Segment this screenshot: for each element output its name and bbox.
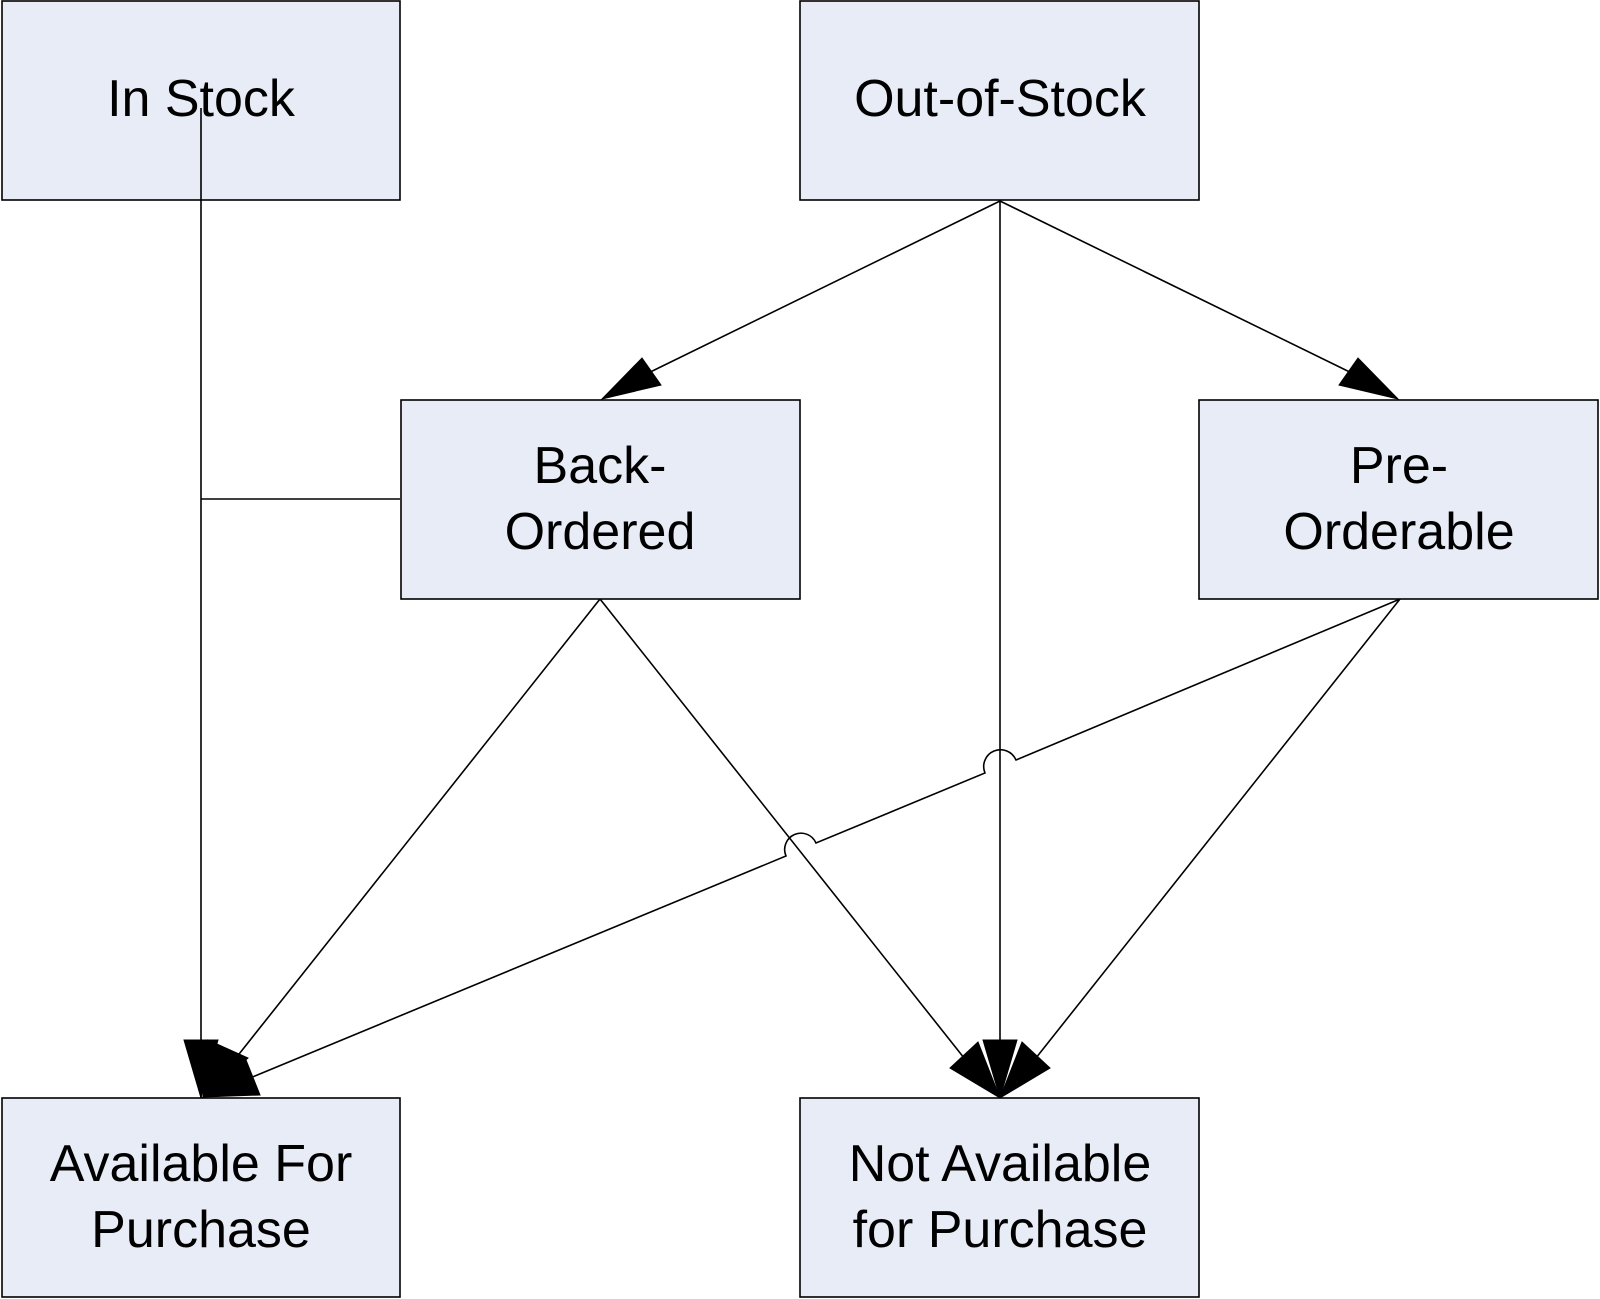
node-not-available-label-line2: for Purchase xyxy=(853,1201,1148,1259)
edge-back-ordered-to-not-available xyxy=(599,598,973,1069)
edge-pre-orderable-to-not-available xyxy=(1027,598,1401,1069)
node-out-of-stock: Out-of-Stock xyxy=(799,0,1200,201)
node-not-available-label-line1: Not Available xyxy=(849,1135,1152,1193)
node-available-label-line2: Purchase xyxy=(91,1201,311,1259)
arrowhead-back-ordered xyxy=(600,357,662,400)
arrowheads-not-available xyxy=(949,1039,1051,1100)
arrowhead-not-available-from-out-of-stock xyxy=(982,1039,1018,1100)
node-available-for-purchase: Available For Purchase xyxy=(1,1097,401,1298)
edge-back-ordered-to-available xyxy=(227,598,601,1069)
node-available-label-line1: Available For xyxy=(50,1135,353,1193)
node-back-ordered-label-line2: Ordered xyxy=(505,503,696,561)
node-pre-orderable-label-line1: Pre- xyxy=(1350,437,1448,495)
edge-out-of-stock-to-back-ordered xyxy=(600,200,1001,400)
arrowhead-not-available-from-back-ordered xyxy=(949,1041,1002,1100)
node-back-ordered: Back- Ordered xyxy=(400,399,801,600)
node-pre-orderable: Pre- Orderable xyxy=(1198,399,1599,600)
arrowhead-available-from-pre-orderable xyxy=(201,1059,261,1098)
arrowheads-available xyxy=(183,1039,261,1100)
arrowhead-pre-orderable xyxy=(1338,357,1400,400)
edge-out-of-stock-to-pre-orderable xyxy=(999,200,1400,400)
node-pre-orderable-label-line2: Orderable xyxy=(1283,503,1514,561)
edge-pre-orderable-to-available xyxy=(249,598,1401,1079)
node-not-available-for-purchase: Not Available for Purchase xyxy=(799,1097,1200,1298)
arrowhead-not-available-from-pre-orderable xyxy=(998,1041,1051,1100)
node-out-of-stock-label: Out-of-Stock xyxy=(854,70,1147,128)
node-back-ordered-label-line1: Back- xyxy=(534,437,667,495)
